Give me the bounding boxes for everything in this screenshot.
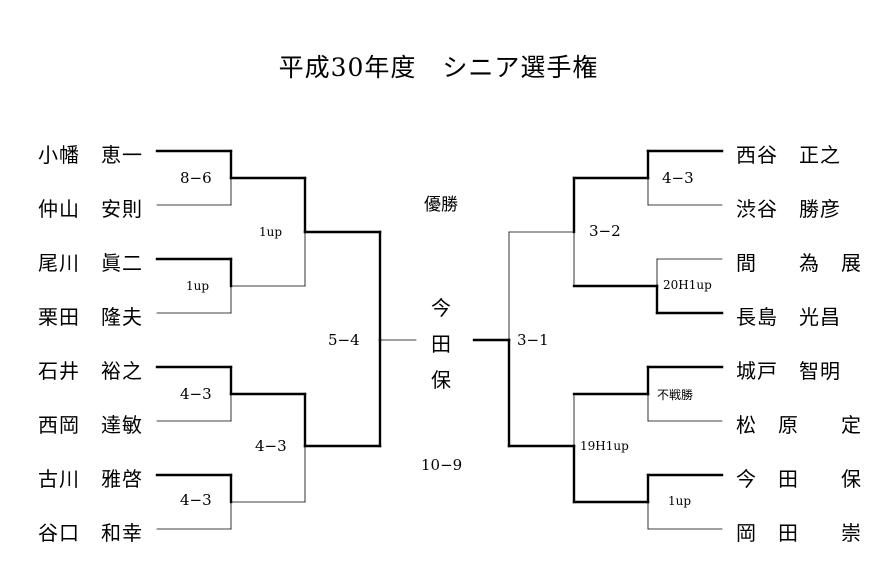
right-r1-score-2: 20H1up (663, 278, 712, 292)
left-player-7: 古川 雅啓 (38, 467, 143, 491)
right-r1-score-1: 4−3 (662, 169, 694, 187)
left-player-1: 小幡 恵一 (38, 143, 143, 167)
left-r2-score-1: 1up (259, 225, 283, 239)
right-player-8: 岡 田 崇 (736, 521, 862, 545)
left-r2-score-2: 4−3 (255, 437, 287, 455)
right-player-6: 松 原 定 (736, 413, 862, 437)
right-r2-score-2: 19H1up (580, 439, 629, 453)
left-r1-score-3: 4−3 (180, 385, 212, 403)
right-player-5: 城戸 智明 (736, 359, 841, 383)
left-player-5: 石井 裕之 (38, 359, 143, 383)
final-score: 10−9 (421, 456, 463, 474)
left-player-3: 尾川 眞二 (38, 251, 143, 275)
champion-char-2: 田 (431, 332, 451, 356)
left-player-8: 谷口 和幸 (38, 521, 143, 545)
right-player-7: 今 田 保 (736, 467, 862, 491)
right-player-1: 西谷 正之 (736, 143, 841, 167)
right-player-4: 長島 光昌 (736, 305, 841, 329)
left-r1-score-4: 4−3 (180, 491, 212, 509)
champion-char-3: 保 (431, 368, 451, 392)
right-r1-score-3: 不戦勝 (657, 388, 694, 402)
left-r3-score: 5−4 (328, 331, 360, 349)
right-player-2: 渋谷 勝彦 (736, 197, 841, 221)
left-r1-score-2: 1up (186, 279, 210, 293)
left-player-2: 仲山 安則 (38, 197, 143, 221)
right-player-3: 間 為 展 (736, 251, 862, 275)
right-r1-score-4: 1up (668, 494, 692, 508)
left-player-4: 栗田 隆夫 (38, 305, 143, 329)
champion-char-1: 今 (431, 296, 451, 320)
left-player-6: 西岡 達敏 (38, 413, 143, 437)
page-title: 平成30年度 シニア選手権 (278, 53, 599, 82)
winner-label: 優勝 (424, 195, 458, 215)
right-r2-score-1: 3−2 (589, 222, 621, 240)
right-r3-score: 3−1 (517, 331, 549, 349)
left-r1-score-1: 8−6 (180, 169, 212, 187)
